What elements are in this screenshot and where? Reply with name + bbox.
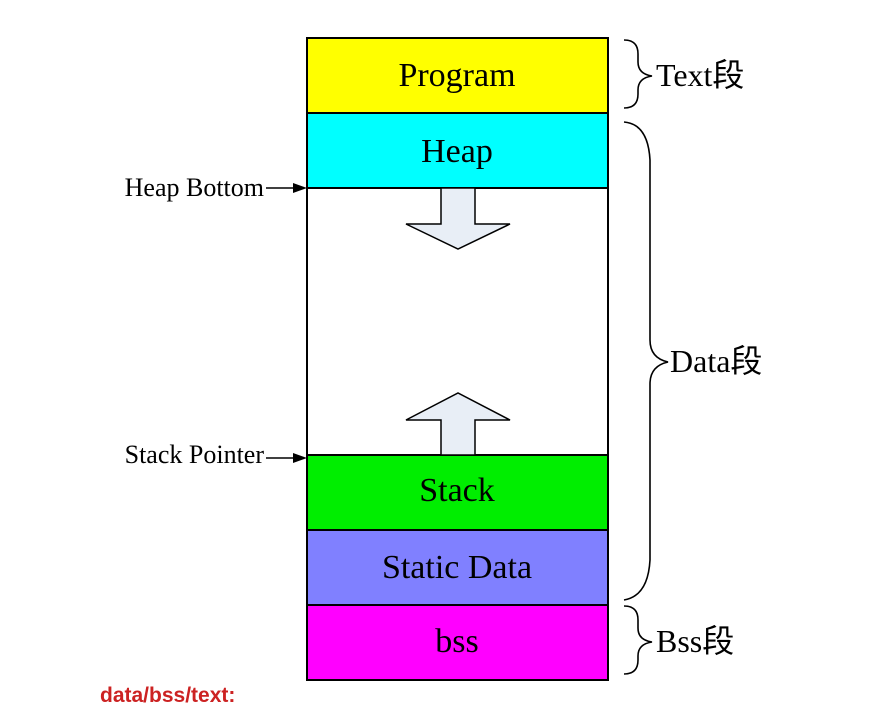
text-segment-label: Text段 <box>656 57 744 93</box>
bss-label: bss <box>435 623 478 660</box>
program-label: Program <box>398 57 515 94</box>
heap-bottom-arrow-icon <box>266 183 307 193</box>
bss-segment-brace <box>623 605 653 675</box>
caption-text: data/bss/text: <box>100 684 236 707</box>
program-block <box>306 37 609 114</box>
bss-block <box>306 604 609 681</box>
stack-pointer-label: Stack Pointer <box>125 440 265 469</box>
heap-growth-down-arrow <box>405 187 511 250</box>
static-data-label: Static Data <box>382 549 532 586</box>
stack-growth-up-arrow <box>405 392 511 456</box>
heap-bottom-label: Heap Bottom <box>125 173 264 202</box>
heap-label: Heap <box>421 133 493 170</box>
data-segment-brace <box>623 121 669 601</box>
data-segment-label: Data段 <box>670 343 762 379</box>
stack-pointer-arrow-icon <box>266 453 307 463</box>
stack-label: Stack <box>419 472 495 509</box>
text-segment-brace <box>623 39 653 109</box>
bss-segment-label: Bss段 <box>656 623 734 659</box>
stack-block <box>306 454 609 531</box>
heap-block <box>306 112 609 189</box>
